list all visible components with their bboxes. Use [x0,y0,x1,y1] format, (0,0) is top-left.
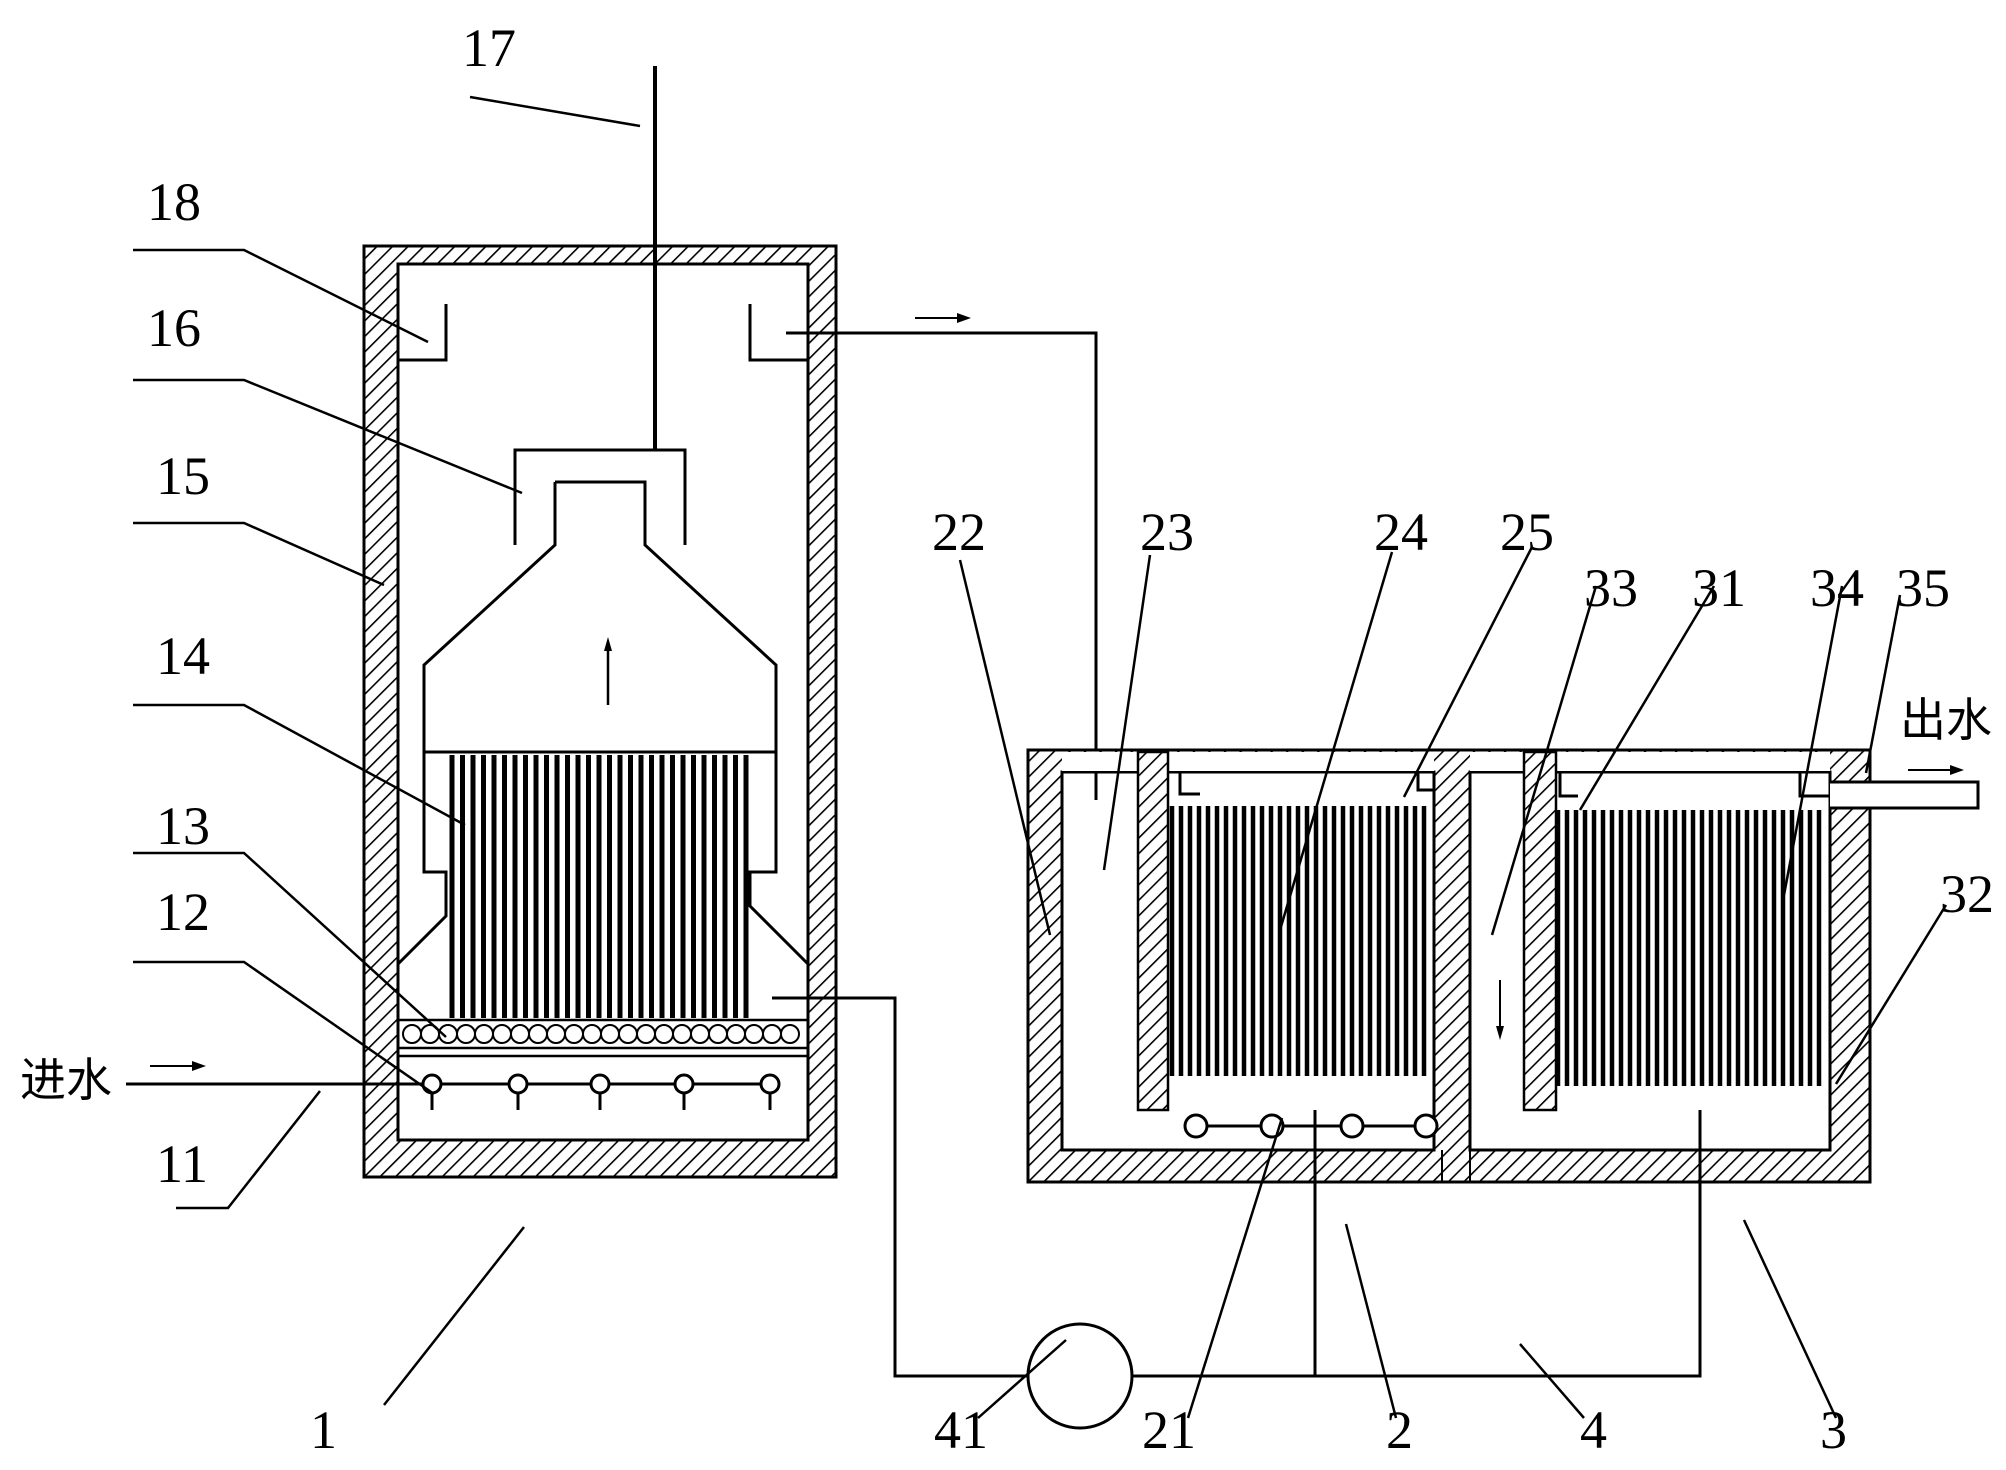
baffle-23 [1136,750,1170,1112]
carrier-bead [510,1024,530,1044]
carrier-bead [474,1024,494,1044]
leader-lines [133,95,1948,1419]
carrier-bead [492,1024,512,1044]
label-18: 18 [147,172,201,232]
carrier-beads [402,1024,800,1044]
carrier-bead [528,1024,548,1044]
label-31: 31 [1692,558,1746,618]
three-phase-separator [422,480,778,752]
return-line [1132,1110,1702,1378]
nozzle-icon [507,1073,529,1095]
label-1: 1 [310,1400,337,1460]
label-33: 33 [1584,558,1638,618]
nozzle-icon [673,1073,695,1095]
aerator-head-icon [1413,1113,1439,1139]
reactor-tank-1 [126,66,838,1179]
label-13: 13 [156,796,210,856]
carrier-bead [636,1024,656,1044]
baffle-33 [1522,750,1558,1112]
carrier-bead [708,1024,728,1044]
carrier-bead [618,1024,638,1044]
weir-35 [1798,772,1830,798]
filler-media-34 [1555,810,1822,1086]
outlet-label: 出水 [1900,693,1992,747]
transfer-pipe [786,331,1098,800]
weir-31 [1558,772,1578,798]
right-baffle [748,752,810,966]
pump-41 [1026,1322,1134,1430]
nozzle-icon [759,1073,781,1095]
label-12: 12 [156,882,210,942]
carrier-bead [546,1024,566,1044]
carrier-bead [582,1024,602,1044]
carrier-bead [762,1024,782,1044]
label-23: 23 [1140,502,1194,562]
label-35: 35 [1896,558,1950,618]
nozzle-icon [421,1073,443,1095]
carrier-bead [654,1024,674,1044]
carrier-bead [780,1024,800,1044]
carrier-bead [402,1024,422,1044]
inlet-label: 进水 [20,1053,112,1107]
gas-collection-hood [513,448,687,545]
label-11: 11 [156,1134,208,1194]
aerator [1183,1113,1439,1139]
label-16: 16 [147,298,201,358]
carrier-bead [744,1024,764,1044]
label-4: 4 [1580,1400,1607,1460]
carrier-bead [690,1024,710,1044]
recirculation-pipe [772,996,1046,1378]
weir-25 [1416,772,1434,792]
labels: 17 18 16 15 14 13 12 11 1 进水 出水 22 23 24… [20,18,1994,1460]
nozzle-icon [589,1073,611,1095]
overflow-weir-right [748,304,808,362]
weir-25-left [1178,772,1200,796]
label-24: 24 [1374,502,1428,562]
outlet-pipe [1830,780,1980,810]
aerator-head-icon [1183,1113,1209,1139]
filler-media-24 [1169,806,1427,1076]
label-15: 15 [156,446,210,506]
carrier-bead [600,1024,620,1044]
label-2: 2 [1386,1400,1413,1460]
label-41: 41 [934,1400,988,1460]
water-distributor [421,1073,781,1110]
label-21: 21 [1142,1400,1196,1460]
carrier-bead [456,1024,476,1044]
label-32: 32 [1940,864,1994,924]
carrier-bead [564,1024,584,1044]
label-34: 34 [1810,558,1864,618]
left-baffle [396,752,448,966]
filler-media-14 [449,755,749,1018]
label-17: 17 [462,18,516,78]
label-3: 3 [1820,1400,1847,1460]
tank-2-and-3 [1026,748,1980,1184]
label-25: 25 [1500,502,1554,562]
aerator-head-icon [1339,1113,1365,1139]
label-14: 14 [156,626,210,686]
carrier-bead [672,1024,692,1044]
overflow-weir-left [398,304,448,362]
carrier-layer-frame [396,1018,810,1050]
label-22: 22 [932,502,986,562]
carrier-bead [726,1024,746,1044]
